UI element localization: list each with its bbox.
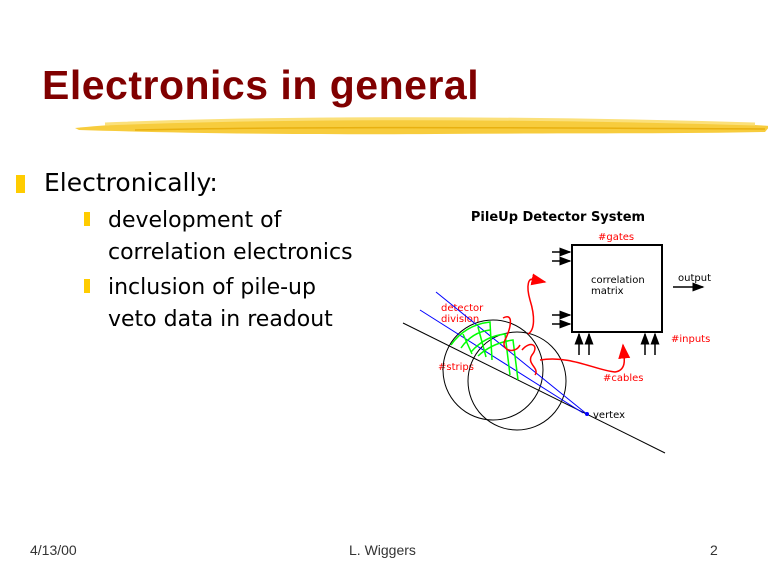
- detector-circle: [442, 319, 544, 421]
- bullet-icon: [16, 175, 25, 193]
- box-label-1: correlation: [591, 275, 645, 286]
- strips-label: #strips: [438, 362, 474, 373]
- sub-bullet-1: development of correlation electronics: [84, 205, 353, 269]
- vertex-label: vertex: [593, 410, 625, 421]
- sub-bullet-text: veto data in readout: [108, 307, 333, 332]
- bullet-icon: [84, 212, 90, 226]
- box-label-2: matrix: [591, 286, 624, 297]
- detector-segments: [450, 321, 519, 381]
- division-label-2: division: [441, 314, 479, 325]
- input-arrows: [552, 247, 660, 355]
- cable-curves: [502, 273, 631, 376]
- division-label-1: detector: [441, 303, 484, 314]
- sub-bullet-2: inclusion of pile-up veto data in readou…: [84, 272, 333, 336]
- sub-bullet-text: inclusion of pile-up: [108, 275, 316, 300]
- detector-circle: [467, 331, 567, 431]
- bullet-icon: [84, 279, 90, 293]
- vertex-dot: [585, 412, 589, 416]
- bullet-electronically: Electronically:: [16, 168, 218, 197]
- correlation-matrix-box: [571, 244, 663, 333]
- sub-bullet-text: correlation electronics: [108, 240, 353, 265]
- footer-author: L. Wiggers: [349, 542, 416, 558]
- sub-bullet-text: development of: [108, 208, 282, 233]
- footer-page-number: 2: [710, 542, 718, 558]
- diagram-title: PileUp Detector System: [471, 210, 645, 225]
- inputs-label: #inputs: [671, 334, 710, 345]
- title-underline-brushstroke: [75, 117, 768, 135]
- slide-title: Electronics in general: [42, 62, 480, 108]
- track-line: [435, 291, 589, 416]
- track-line: [419, 309, 584, 414]
- bullet-text: Electronically:: [44, 168, 218, 197]
- output-label: output: [678, 273, 711, 284]
- footer-date: 4/13/00: [30, 542, 77, 558]
- gates-label: #gates: [598, 232, 634, 243]
- beam-line: [402, 322, 666, 454]
- cables-label: #cables: [603, 373, 644, 384]
